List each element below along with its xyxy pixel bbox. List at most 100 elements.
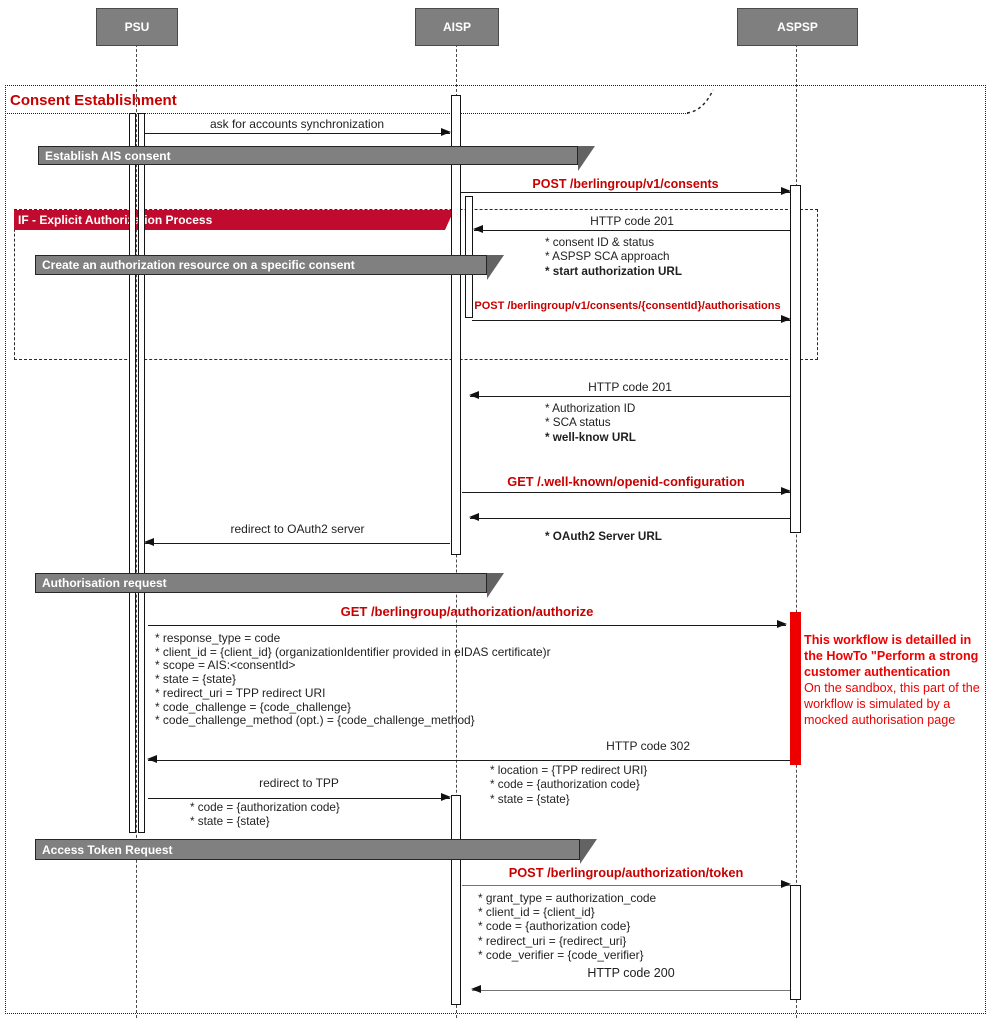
note-fold	[578, 146, 595, 171]
arrowhead	[781, 880, 791, 889]
message-label-post-consents: POST /berlingroup/v1/consents	[532, 177, 719, 191]
detail-line: * well-know URL	[545, 430, 636, 444]
detail-line: * SCA status	[545, 416, 611, 430]
detail-line: * code = {authorization code}	[490, 778, 640, 792]
message-arrow-post-consents	[461, 187, 791, 196]
detail-line: * ASPSP SCA approach	[545, 250, 670, 264]
detail-line: * redirect_uri = {redirect_uri}	[478, 933, 627, 948]
arrowhead	[781, 187, 791, 196]
activation-bar-aisp-1	[451, 95, 461, 555]
message-arrow-http201-consent	[473, 225, 790, 234]
note-banner-create-auth: Create an authorization resource on a sp…	[35, 255, 487, 275]
detail-line: * code = {authorization code}	[190, 801, 340, 814]
detail-block-oauth-server: * OAuth2 Server URL	[545, 530, 662, 544]
message-label-http302: HTTP code 302	[606, 739, 690, 753]
actor-box-aisp: AISP	[415, 8, 499, 46]
activation-bar-aisp-2	[451, 795, 461, 1005]
message-label-http201-consent: HTTP code 201	[590, 214, 674, 228]
actor-label-psu: PSU	[124, 20, 150, 34]
message-label-post-token: POST /berlingroup/authorization/token	[508, 865, 744, 880]
detail-line: * grant_type = authorization_code	[478, 891, 657, 905]
arrowhead	[469, 391, 479, 400]
detail-line: * state = {state}	[190, 815, 270, 829]
message-arrow-http200	[471, 985, 790, 994]
detail-line: * state = {state}	[155, 672, 236, 687]
message-label-redirect-tpp: redirect to TPP	[259, 776, 339, 790]
detail-line: * response_type = code	[155, 631, 281, 645]
if-fragment-title: IF - Explicit Authorization Process	[18, 213, 213, 227]
arrowhead	[471, 985, 481, 994]
message-label-ask-sync: ask for accounts synchronization	[209, 117, 385, 131]
message-arrow-post-token	[462, 880, 791, 889]
arrowhead	[441, 793, 451, 802]
side-note-bar	[790, 612, 801, 765]
detail-line: * redirect_uri = TPP redirect URI	[155, 685, 326, 700]
detail-line: * code = {authorization code}	[478, 919, 631, 934]
arrowhead	[441, 128, 451, 137]
arrowhead	[469, 513, 479, 522]
message-label-http200: HTTP code 200	[587, 966, 675, 980]
side-note: This workflow is detailled in the HowTo …	[804, 632, 988, 728]
note-fold	[487, 573, 504, 598]
detail-line: * state = {state}	[490, 792, 570, 806]
side-note-text: On the sandbox, this part of the workflo…	[804, 681, 980, 727]
arrowhead	[473, 225, 483, 234]
message-arrow-redirect-oauth	[144, 538, 450, 547]
detail-block-http302-params: * location = {TPP redirect URI} * code =…	[490, 764, 647, 807]
message-arrow-redirect-tpp	[148, 793, 451, 802]
arrowhead	[781, 315, 791, 324]
note-banner-establish-label: Establish AIS consent	[45, 148, 171, 163]
note-banner-auth-request-label: Authorisation request	[42, 576, 167, 590]
note-banner-auth-request: Authorisation request	[35, 573, 487, 593]
activation-bar-psu-1	[129, 113, 136, 833]
sequence-frame	[5, 85, 986, 1014]
actor-label-aspsp: ASPSP	[777, 20, 818, 34]
detail-line: * Authorization ID	[545, 402, 636, 415]
detail-line: * start authorization URL	[545, 264, 683, 278]
message-label-get-wellknown: GET /.well-known/openid-configuration	[507, 474, 745, 489]
detail-line: * code_verifier = {code_verifier}	[478, 947, 644, 962]
message-arrow-http201-auth	[469, 391, 790, 400]
activation-bar-psu-2	[137, 113, 145, 833]
note-fold	[580, 839, 597, 864]
if-fragment	[14, 209, 818, 360]
arrowhead	[781, 487, 791, 496]
message-label-post-authorisations: POST /berlingroup/v1/consents/{consentId…	[474, 300, 781, 312]
note-banner-token-request: Access Token Request	[35, 839, 580, 860]
message-label-get-authorize: GET /berlingroup/authorization/authorize	[340, 604, 594, 619]
detail-line: * scope = AIS:<consentId>	[155, 658, 296, 673]
activation-bar-aspsp-1	[790, 185, 801, 533]
note-banner-establish: Establish AIS consent	[38, 146, 578, 165]
arrowhead	[777, 620, 787, 629]
frame-label-curve	[687, 89, 714, 114]
detail-block-redirect-tpp-params: * code = {authorization code} * state = …	[190, 801, 340, 830]
lifeline-psu	[135, 44, 137, 1018]
frame-title: Consent Establishment	[10, 92, 177, 109]
message-arrow-get-authorize	[148, 620, 787, 629]
message-label-http201-auth: HTTP code 201	[588, 380, 672, 394]
detail-line: * location = {TPP redirect URI}	[490, 764, 648, 777]
if-fragment-banner: IF - Explicit Authorization Process	[14, 210, 454, 230]
detail-line: * client_id = {client_id} (organizationI…	[155, 644, 551, 659]
detail-line: * client_id = {client_id}	[478, 905, 595, 920]
note-banner-create-auth-label: Create an authorization resource on a sp…	[42, 258, 355, 272]
arrowhead	[147, 755, 157, 764]
detail-line: * consent ID & status	[545, 236, 655, 249]
detail-block-auth-response: * Authorization ID * SCA status * well-k…	[545, 402, 636, 445]
actor-box-psu: PSU	[96, 8, 178, 46]
message-label-redirect-oauth: redirect to OAuth2 server	[230, 522, 365, 536]
note-banner-token-request-label: Access Token Request	[42, 842, 173, 857]
detail-block-consent-response: * consent ID & status * ASPSP SCA approa…	[545, 236, 682, 279]
actor-box-aspsp: ASPSP	[737, 8, 858, 46]
message-arrow-http302	[147, 755, 790, 764]
message-arrow-post-authorisations	[472, 315, 791, 324]
side-note-bold-text: This workflow is detailled in the HowTo …	[804, 633, 979, 679]
activation-bar-aspsp-2	[790, 885, 801, 1000]
detail-line: * OAuth2 Server URL	[545, 530, 662, 543]
message-arrow-oauth-return	[469, 513, 790, 522]
frame-label-divider	[5, 113, 688, 114]
actor-label-aisp: AISP	[442, 20, 471, 34]
detail-block-token-params: * grant_type = authorization_code * clie…	[478, 891, 656, 962]
detail-line: * code_challenge = {code_challenge}	[155, 699, 352, 714]
